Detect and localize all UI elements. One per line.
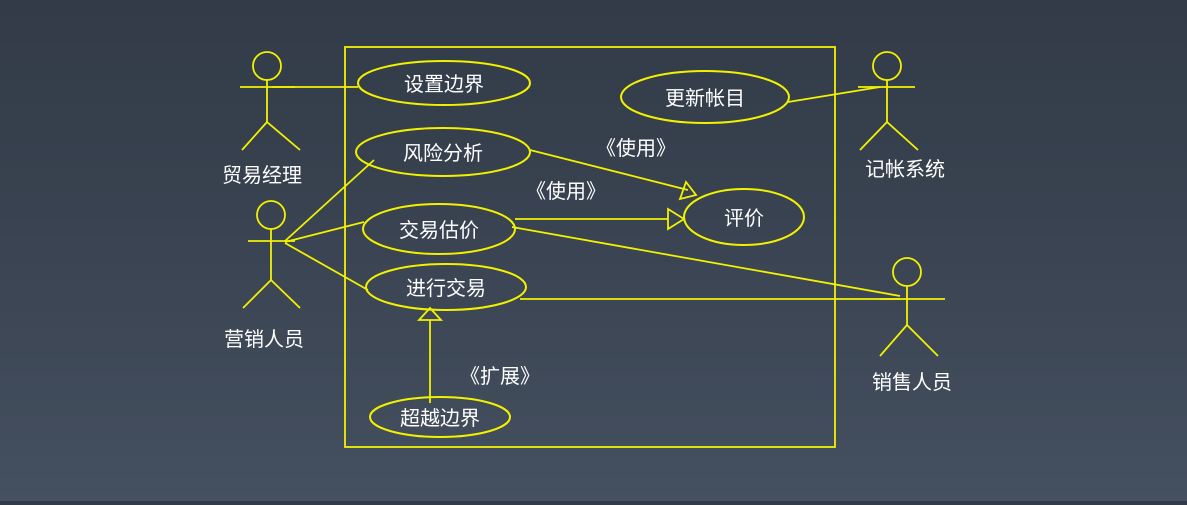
- use-case-capture-deal: 进行交易: [365, 263, 527, 311]
- actor-label-salesperson: 销售人员: [872, 370, 952, 394]
- assoc-marketing-capture-deal: [284, 242, 369, 291]
- assoc-marketing-price-deal: [284, 221, 365, 243]
- svg-text:设置边界: 设置边界: [404, 72, 484, 96]
- use-case-price-deal: 交易估价: [362, 203, 516, 255]
- stereotype-extends: 《扩展》: [460, 364, 540, 388]
- actor-label-trade-manager: 贸易经理: [222, 163, 302, 187]
- use-case-risk-analysis: 风险分析: [355, 127, 531, 177]
- svg-text:超越边界: 超越边界: [400, 406, 480, 430]
- svg-text:更新帐目: 更新帐目: [665, 86, 745, 110]
- actor-accounting-system: [858, 51, 919, 151]
- actor-label-accounting-system: 记帐系统: [865, 157, 945, 181]
- use-case-update-accounts: 更新帐目: [620, 70, 790, 124]
- use-case-set-limits: 设置边界: [357, 60, 531, 106]
- actor-salesperson: [879, 257, 945, 357]
- stereotype-uses-2: 《使用》: [526, 179, 606, 203]
- extends-arrow: [416, 306, 444, 403]
- assoc-price-deal-salesperson: [511, 226, 901, 297]
- assoc-marketing-risk-analysis: [284, 159, 375, 242]
- actor-label-marketing: 营销人员: [224, 327, 304, 351]
- actor-trade-manager: [240, 51, 301, 151]
- svg-text:交易估价: 交易估价: [399, 218, 479, 242]
- uses-arrow-risk-to-valuation: [529, 149, 698, 201]
- svg-text:进行交易: 进行交易: [406, 276, 486, 300]
- uses-arrow-price-to-valuation: [515, 207, 686, 231]
- svg-text:评价: 评价: [724, 206, 764, 230]
- svg-text:风险分析: 风险分析: [403, 141, 483, 165]
- actor-marketing: [242, 200, 301, 309]
- assoc-update-accounts-accounting: [787, 86, 881, 103]
- system-boundary: [344, 46, 836, 448]
- use-case-valuation: 评价: [683, 188, 805, 246]
- use-case-limits-exceeded: 超越边界: [369, 396, 511, 438]
- stereotype-uses-1: 《使用》: [596, 136, 676, 160]
